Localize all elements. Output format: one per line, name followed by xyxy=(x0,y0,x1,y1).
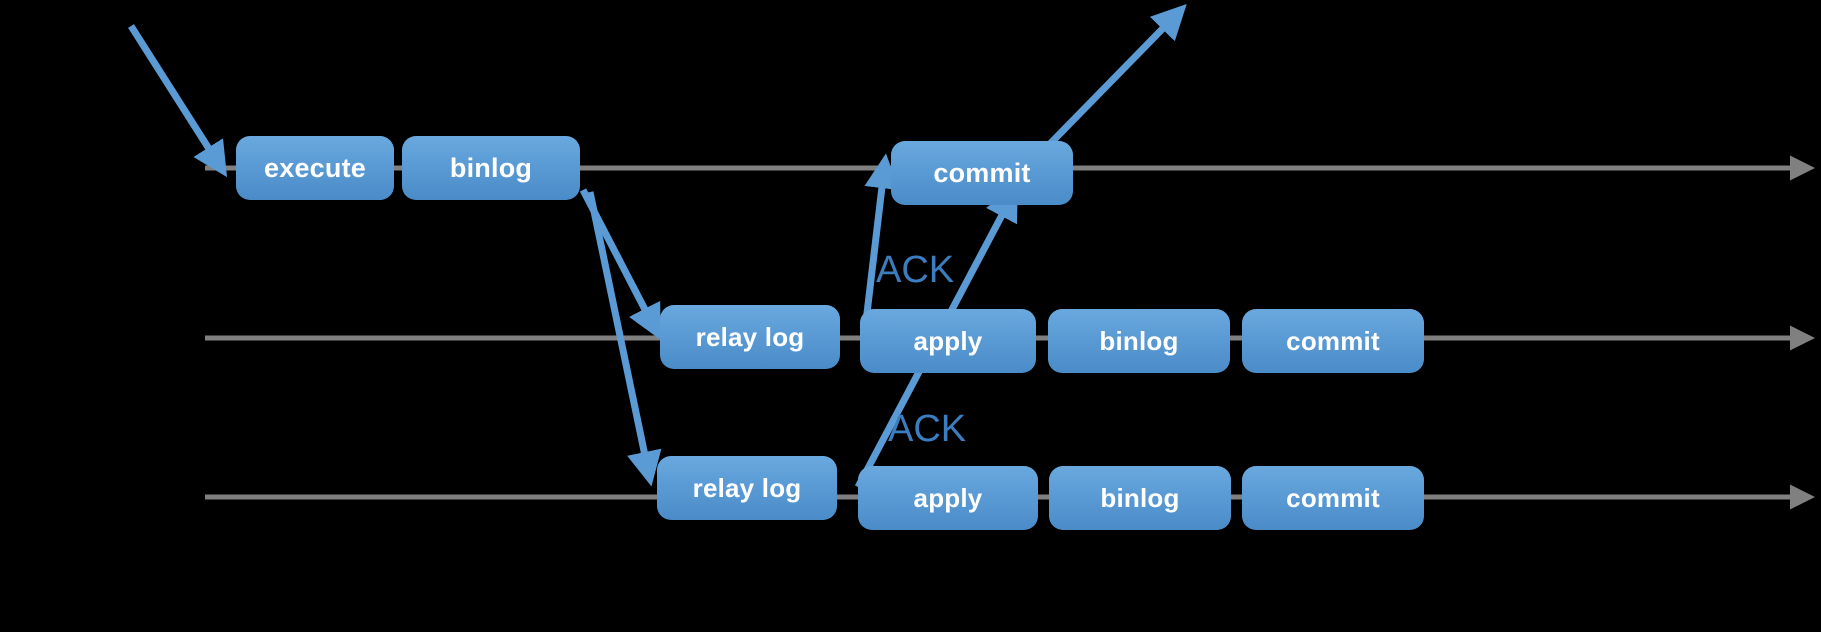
node-replica-1-commit[interactable]: commit xyxy=(1242,309,1424,373)
ack-label-replica-1: ACK xyxy=(876,249,955,291)
ack-label-replica-2: ACK xyxy=(888,408,967,450)
ack-replica-1-to-master-arrow xyxy=(861,153,900,331)
node-replica-1-binlog[interactable]: binlog xyxy=(1048,309,1230,373)
node-replica-2-binlog[interactable]: binlog xyxy=(1049,466,1231,530)
node-master-execute[interactable]: execute xyxy=(236,136,394,200)
node-replica-1-apply[interactable]: apply xyxy=(860,309,1036,373)
incoming-request-arrow xyxy=(128,24,228,178)
node-master-commit[interactable]: commit xyxy=(891,141,1073,205)
node-replica-2-relay-log[interactable]: relay log xyxy=(657,456,837,520)
node-replica-2-apply[interactable]: apply xyxy=(858,466,1038,530)
node-master-binlog[interactable]: binlog xyxy=(402,136,580,200)
node-replica-2-commit[interactable]: commit xyxy=(1242,466,1424,530)
binlog-to-relay-log-2-arrow xyxy=(586,191,662,487)
node-replica-1-relay-log[interactable]: relay log xyxy=(660,305,840,369)
